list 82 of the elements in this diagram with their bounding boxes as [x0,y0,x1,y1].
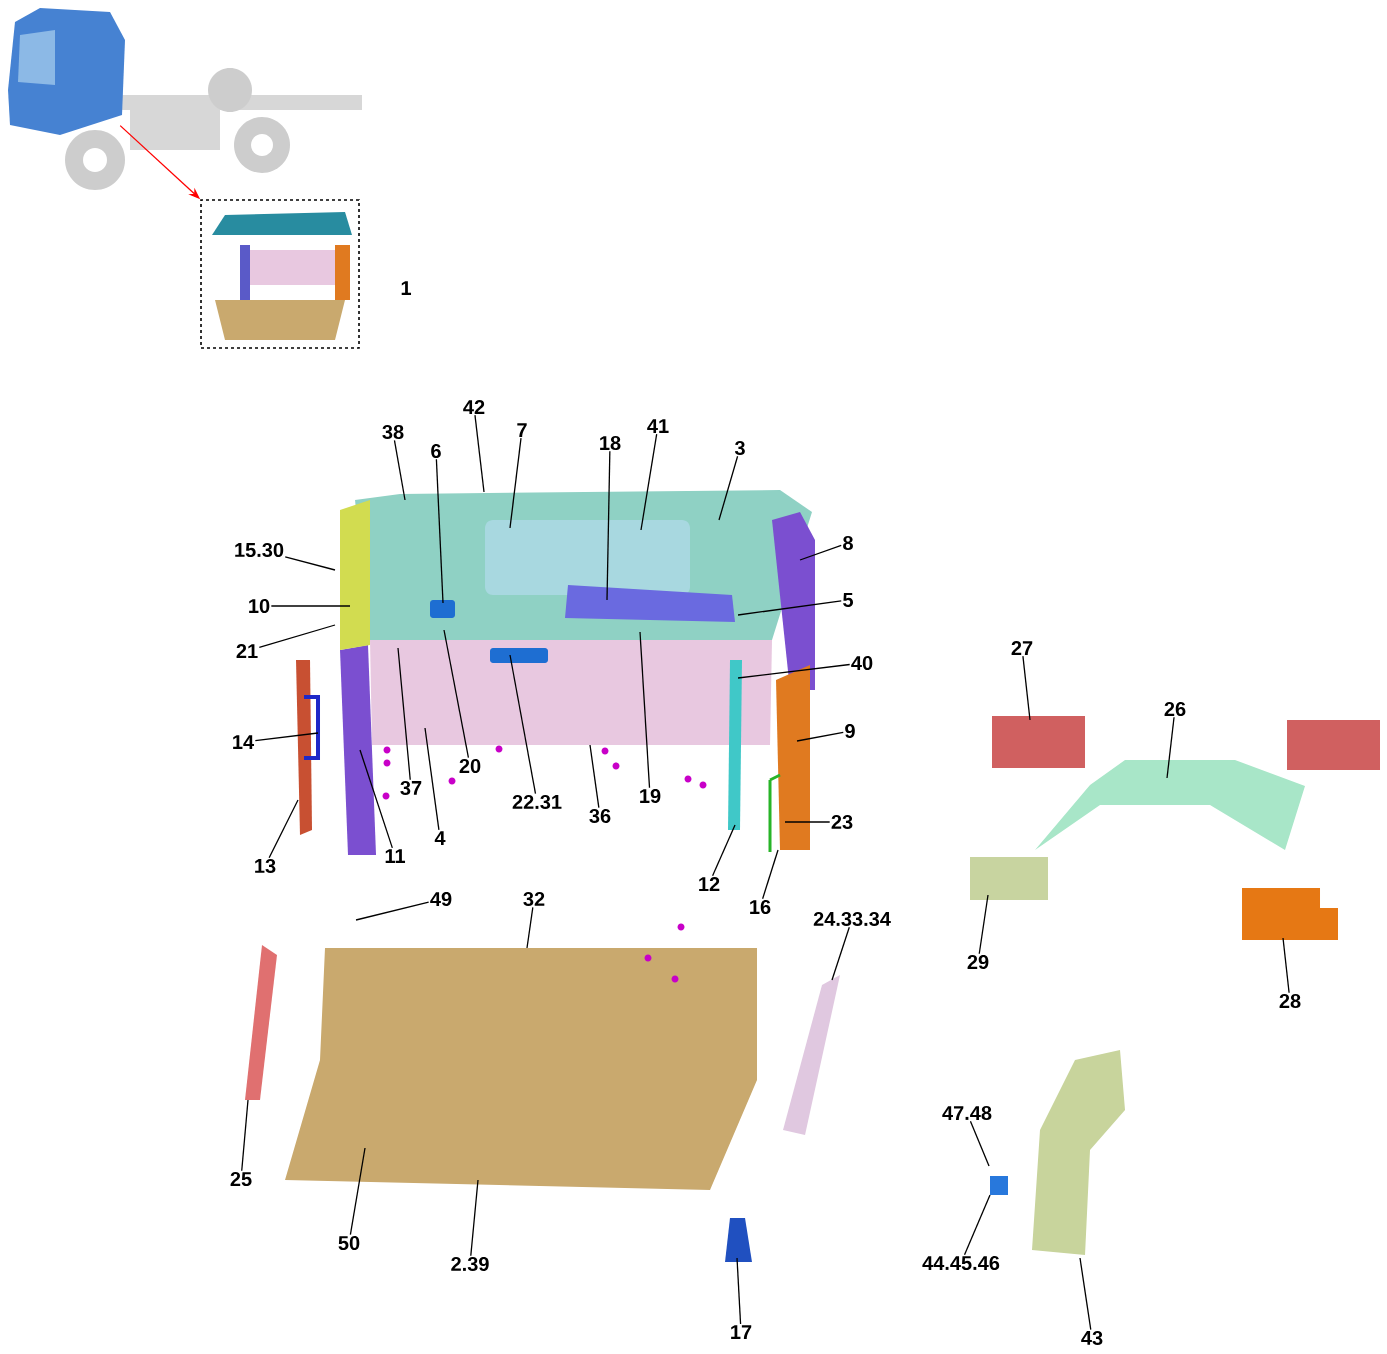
callout-number: 4 [434,831,446,845]
callout-number: 40 [851,655,873,671]
callout-number: 37 [400,780,422,796]
leader-line [424,727,440,831]
callout-number: 29 [967,954,989,970]
leader-line [393,439,406,501]
leader-line [270,605,351,607]
callout-number: 41 [647,419,669,433]
callout-number: 26 [1164,701,1186,717]
leader-line [435,458,444,604]
leader-line [268,799,299,859]
leader-line [397,647,411,781]
callout-number: 16 [750,899,771,915]
leader-line [639,631,651,789]
leader-line [799,544,842,561]
callout-number: 43 [1081,1330,1103,1346]
leader-line [761,849,779,900]
callout-number: 21 [236,644,258,658]
leader-line [470,1179,479,1257]
callout-number: 7 [517,423,527,437]
leader-line [831,926,850,981]
leader-line [784,821,831,823]
callout-number: 5 [843,593,853,607]
callout-number: 8 [843,535,853,551]
leader-line [526,906,534,949]
callout-number: 36 [589,808,611,824]
inset-box [200,199,360,349]
callout-number: 12 [699,877,720,891]
leader-line [606,450,611,601]
callout-number: 24.33.34 [813,911,891,927]
callout-number: 2.39 [451,1256,489,1272]
callout-number: 49 [430,891,452,907]
leader-line [1282,937,1290,994]
leader-line [258,624,336,648]
leader-line [241,1099,249,1172]
leader-line [737,663,851,679]
leader-line [1079,1257,1092,1331]
callout-number: 20 [459,758,481,774]
callout-number: 22.31 [512,794,562,810]
callout-number: 28 [1279,993,1301,1009]
callout-number: 38 [382,424,404,440]
leader-line [254,732,319,742]
leader-line [796,731,844,742]
callout-number: 17 [731,1325,752,1339]
leader-line [1166,716,1175,779]
leader-line [1022,655,1031,721]
callout-number: 9 [845,723,855,739]
leader-line [474,414,485,493]
leader-line [359,749,393,849]
leader-line [711,824,736,877]
leader-line [509,654,537,795]
leader-line [640,433,658,531]
leader-line [737,600,842,616]
callout-number: 19 [640,788,661,804]
callout-number: 23 [831,814,853,830]
callout-number: 6 [431,443,441,459]
callout-number: 50 [338,1235,360,1251]
leader-line [284,556,336,571]
leader-line [589,744,600,809]
callout-number: 42 [463,400,485,414]
callout-number: 13 [255,858,276,874]
leader-line [355,901,430,921]
callout-number: 44.45.46 [922,1255,1000,1271]
leader-line [718,455,739,521]
callout-number: 25 [230,1171,252,1187]
callout-number: 14 [233,735,254,749]
leader-line [736,1257,742,1325]
callout-number: 3 [734,440,745,456]
leader-line [963,1194,991,1256]
callout-number: 27 [1011,641,1033,655]
callout-number: 47.48 [942,1105,992,1121]
leader-line [978,894,989,955]
leader-line [509,437,522,529]
callout-number: 18 [600,435,621,451]
callout-number: 1 [401,281,411,295]
leader-line [969,1120,990,1167]
callout-number: 11 [385,849,406,863]
truck-drawing [8,8,362,190]
callout-number: 10 [249,598,270,614]
callout-number: 15.30 [235,542,284,558]
callout-number: 32 [523,891,545,907]
leader-line [349,1147,366,1236]
